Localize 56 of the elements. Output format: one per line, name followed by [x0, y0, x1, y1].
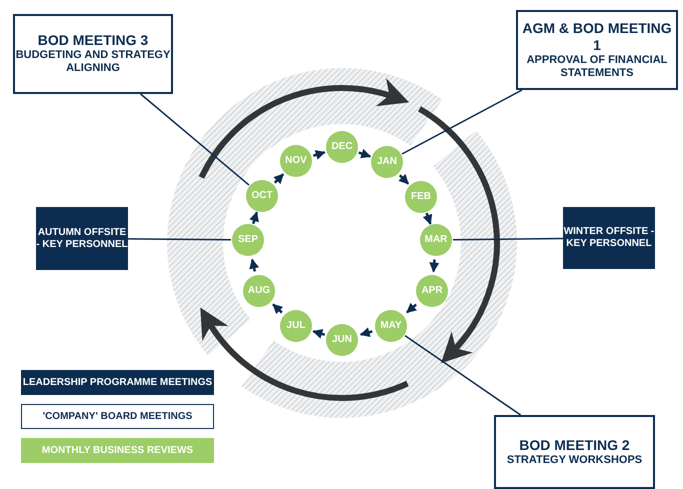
- callout-text: WINTER OFFSITE - KEY PERSONNEL: [563, 226, 655, 250]
- callout-box: [13, 14, 173, 94]
- arrow: [249, 258, 260, 272]
- month-label: APR: [421, 285, 443, 297]
- arrow: [398, 174, 410, 185]
- callout-text: AUTUMN OFFSITE - KEY PERSONNEL: [36, 226, 128, 250]
- arrow: [272, 303, 284, 314]
- callout-heading: AGM & BOD MEETING 1: [521, 20, 673, 54]
- legend-key: 'COMPANY' BOARD MEETINGS: [21, 404, 214, 429]
- month-circle: [371, 146, 403, 178]
- leader-line: [404, 334, 522, 416]
- month-label: NOV: [285, 155, 307, 167]
- month-circle: [232, 224, 264, 256]
- arrow: [312, 150, 326, 160]
- month-label: AUG: [248, 285, 270, 297]
- legend-key: LEADERSHIP PROGRAMME MEETINGS: [21, 370, 214, 395]
- month-circle: [243, 275, 275, 307]
- month-label: JAN: [376, 156, 397, 168]
- callout-box: [36, 207, 128, 270]
- leader-line: [452, 238, 564, 241]
- callout-heading: BOD MEETING 2: [519, 437, 630, 454]
- arrow: [312, 329, 326, 339]
- month-label: DEC: [331, 141, 353, 153]
- month-label: SEP: [238, 234, 258, 246]
- arrow: [422, 212, 432, 225]
- callout-box: [563, 207, 655, 269]
- month-circle: [416, 275, 448, 307]
- month-label: JUL: [286, 320, 306, 332]
- month-circle: [405, 181, 437, 213]
- leader-line: [402, 89, 522, 155]
- month-circle: [246, 180, 278, 212]
- month-circle: [326, 324, 358, 356]
- month-label: JUN: [332, 334, 352, 346]
- callout-box: [494, 415, 655, 489]
- month-circle: [375, 310, 407, 342]
- leader-line: [140, 93, 250, 186]
- month-circle: [326, 131, 358, 163]
- arrow: [429, 259, 440, 272]
- callout-text: BUDGETING AND STRATEGY ALIGNING: [15, 49, 171, 76]
- arrow: [273, 173, 284, 184]
- callout-heading: BOD MEETING 3: [38, 32, 148, 50]
- callout-box: [516, 10, 678, 90]
- month-circle: [420, 224, 452, 256]
- arrow: [406, 302, 417, 314]
- arrow: [249, 211, 259, 224]
- month-label: OCT: [251, 190, 273, 202]
- month-label: MAY: [380, 320, 402, 332]
- month-label: MAR: [424, 234, 448, 246]
- arrow: [360, 327, 373, 338]
- arrow: [358, 148, 372, 158]
- month-label: FEB: [411, 191, 431, 203]
- legend-key: MONTHLY BUSINESS REVIEWS: [21, 438, 214, 463]
- callout-text: APPROVAL OF FINANCIAL STATEMENTS: [526, 54, 668, 80]
- callout-text: STRATEGY WORKSHOPS: [506, 454, 642, 467]
- month-circle: [280, 310, 312, 342]
- month-circle: [280, 145, 312, 177]
